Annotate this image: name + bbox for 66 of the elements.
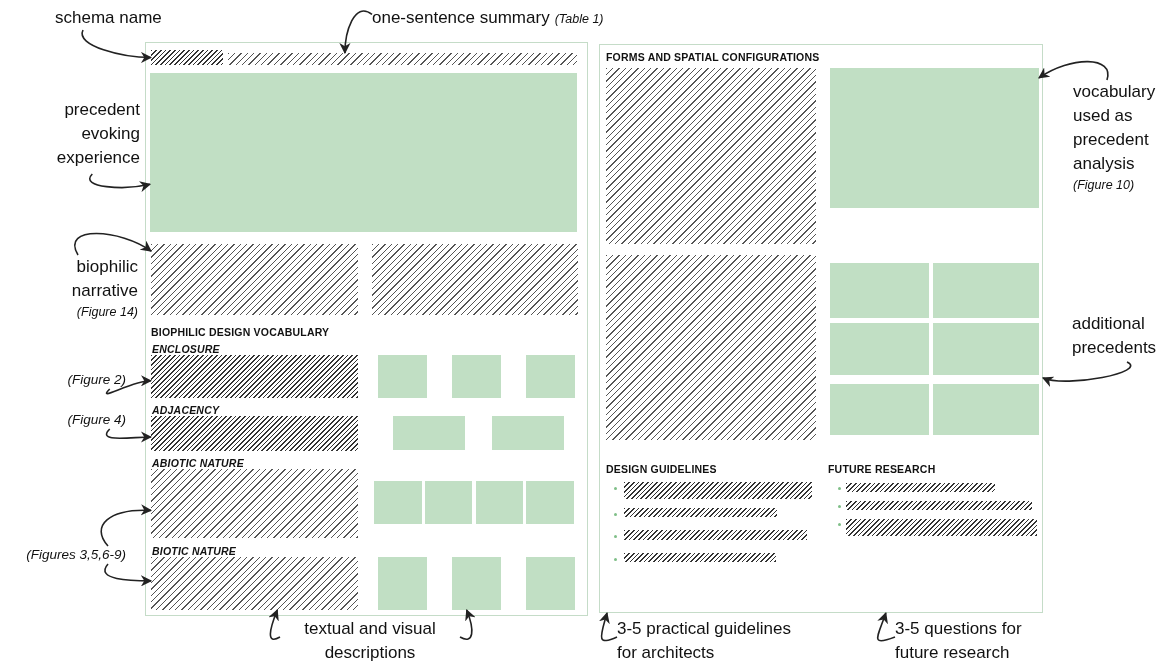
- subsection-heading: ABIOTIC NATURE: [152, 457, 244, 469]
- hatched-block: [150, 354, 358, 398]
- section-heading: BIOPHILIC DESIGN VOCABULARY: [151, 326, 330, 338]
- hatched-block: [150, 468, 358, 538]
- hatched-block: [371, 243, 578, 315]
- annotation-text: 3-5 practical guidelines for architects: [617, 618, 792, 664]
- subsection-heading: BIOTIC NATURE: [152, 545, 237, 557]
- layout-panel: [599, 44, 1043, 613]
- image-placeholder: [451, 354, 501, 398]
- image-placeholder: [829, 322, 929, 375]
- annotation-text: biophilic narrative: [70, 256, 138, 302]
- section-heading: FUTURE RESEARCH: [828, 463, 936, 475]
- image-placeholder: [373, 480, 422, 524]
- image-placeholder: [932, 383, 1039, 435]
- annotation-text: precedent evoking experience: [55, 99, 140, 169]
- image-placeholder: [525, 354, 575, 398]
- image-placeholder: [932, 262, 1039, 318]
- section-heading: FORMS AND SPATIAL CONFIGURATIONS: [606, 51, 820, 63]
- figure-reference: (Figures 3,5,6-9): [25, 546, 126, 564]
- subsection-heading: ADJACENCY: [152, 404, 220, 416]
- image-placeholder: [149, 72, 577, 232]
- image-placeholder: [491, 415, 564, 450]
- subsection-heading: ENCLOSURE: [152, 343, 220, 355]
- figure-reference: (Figure 14): [75, 304, 138, 321]
- figure-reference: (Table 1): [554, 12, 604, 26]
- hatched-bar: [150, 49, 223, 65]
- curved-arrow: [598, 611, 618, 642]
- image-placeholder: [377, 556, 427, 610]
- image-placeholder: [829, 262, 929, 318]
- curved-arrow: [81, 29, 153, 63]
- image-placeholder: [424, 480, 472, 524]
- image-placeholder: [392, 415, 465, 450]
- curved-arrow: [74, 232, 152, 256]
- image-placeholder: [451, 556, 501, 610]
- hatched-block: [605, 67, 816, 244]
- hatched-block: [150, 415, 358, 451]
- image-placeholder: [829, 67, 1039, 208]
- annotation-text: 3-5 questions for future research: [895, 618, 1023, 664]
- annotation-text: one-sentence summary: [372, 8, 550, 27]
- curved-arrow: [89, 173, 152, 192]
- section-heading: DESIGN GUIDELINES: [606, 463, 717, 475]
- image-placeholder: [829, 383, 929, 435]
- figure-reference: (Figure 10): [1073, 177, 1136, 194]
- hatched-block: [150, 243, 358, 315]
- curved-arrow: [268, 608, 281, 640]
- image-placeholder: [525, 556, 575, 610]
- annotation-text: additional precedents: [1072, 313, 1158, 359]
- annotation-text: textual and visual descriptions: [303, 618, 437, 664]
- hatched-bar: [227, 52, 577, 65]
- annotation-text: schema name: [55, 7, 163, 29]
- image-placeholder: [377, 354, 427, 398]
- image-placeholder: [932, 322, 1039, 375]
- curved-arrow: [1041, 361, 1132, 387]
- layout-panel: [145, 42, 588, 616]
- figure-reference: (Figure 4): [66, 411, 126, 429]
- hatched-block: [150, 556, 358, 610]
- curved-arrow: [100, 504, 153, 547]
- curved-arrow: [105, 428, 153, 443]
- annotation-text: vocabulary used as precedent analysis: [1073, 81, 1157, 175]
- image-placeholder: [525, 480, 574, 524]
- figure-reference: (Figure 2): [66, 371, 126, 389]
- image-placeholder: [475, 480, 523, 524]
- curved-arrow: [105, 376, 153, 395]
- hatched-block: [605, 254, 816, 440]
- curved-arrow: [104, 563, 153, 587]
- curved-arrow: [876, 611, 896, 642]
